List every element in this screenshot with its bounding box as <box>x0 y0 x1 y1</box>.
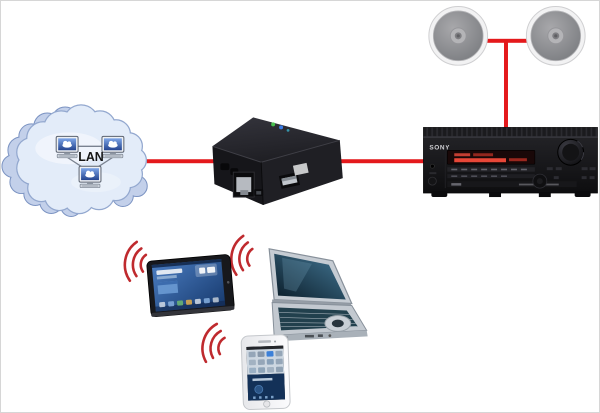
phone-app-grid <box>246 348 285 375</box>
wifi-signal-phone <box>196 320 229 367</box>
av-receiver: SONY <box>423 127 598 198</box>
connection-streamer-to-receiver <box>339 159 430 164</box>
selector-knob-icon <box>532 173 548 189</box>
phone-camera <box>274 340 277 343</box>
headphone-jack <box>427 176 437 186</box>
smartphone <box>240 334 291 411</box>
device-label <box>292 162 309 176</box>
streamer-box <box>212 117 343 206</box>
receiver-feet <box>431 191 591 198</box>
tablet-camera <box>226 281 230 284</box>
status-led-green <box>271 122 276 127</box>
receiver-small-buttons <box>546 167 596 180</box>
connection-receiver-to-speakers <box>504 40 508 131</box>
computer-icon-bottom <box>78 165 102 189</box>
status-led-cyan <box>286 128 290 132</box>
wifi-signal-laptop <box>227 233 256 278</box>
ethernet-port-icon <box>232 171 255 198</box>
sony-logo: SONY <box>429 144 450 151</box>
laptop <box>268 248 368 342</box>
streamer-top-face <box>212 117 340 163</box>
tablet-clock-widget <box>194 263 218 277</box>
speaker-left <box>428 5 489 66</box>
laptop-screen <box>274 253 346 300</box>
receiver-display <box>446 149 536 165</box>
phone-earpiece <box>258 340 272 344</box>
tablet <box>146 254 235 317</box>
computer-icon-top-left <box>55 135 79 159</box>
receiver-button-row-1 <box>447 167 535 172</box>
phone-home-button <box>263 400 271 408</box>
phone-player-panel <box>247 373 286 401</box>
status-led-blue <box>279 125 284 130</box>
wifi-signal-tablet <box>120 239 150 284</box>
receiver-button-row-2 <box>447 174 535 179</box>
tablet-app-row <box>155 297 226 312</box>
power-port <box>220 163 230 171</box>
tablet-window-widget <box>157 280 179 295</box>
power-button <box>430 163 435 169</box>
speaker-right <box>525 5 586 66</box>
usb-port-icon <box>278 172 301 189</box>
connection-cloud-to-streamer <box>146 159 219 164</box>
receiver-vents <box>423 127 598 137</box>
volume-knob-icon <box>557 138 585 166</box>
computer-icon-top-right <box>101 135 125 159</box>
tablet-search-widget <box>156 268 183 276</box>
lan-label: LAN <box>78 150 104 164</box>
lan-cloud: LAN <box>1 104 148 217</box>
micro-usb-port <box>254 189 264 197</box>
laptop-round-pad <box>324 314 352 332</box>
receiver-lower-panel <box>447 181 577 188</box>
